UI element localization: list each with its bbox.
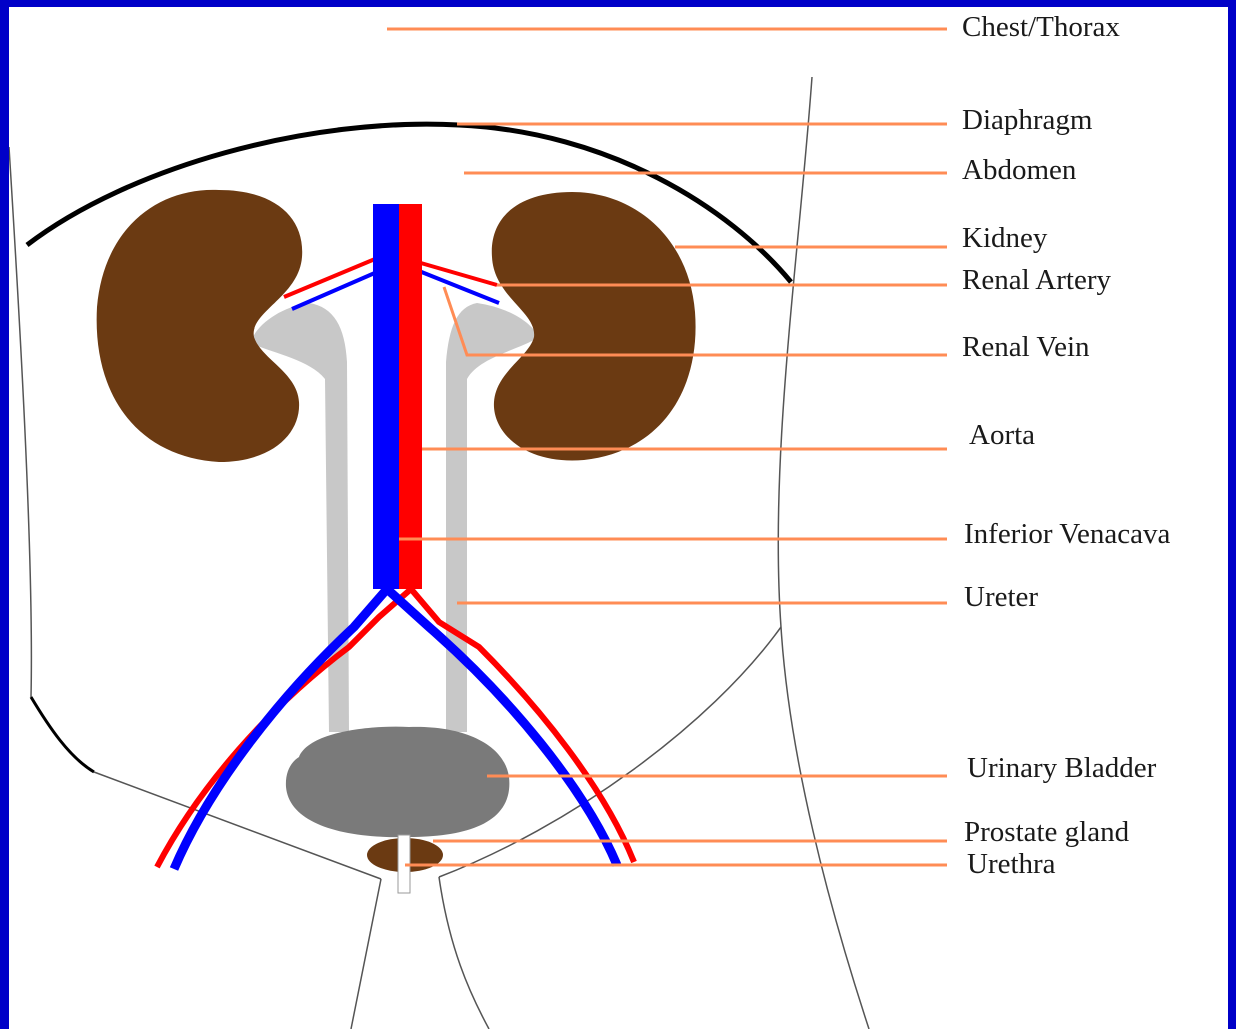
label-kidney: Kidney [962,222,1048,254]
label-aorta: Aorta [969,419,1035,451]
left-torso-edge [9,147,31,697]
urinary-bladder [286,727,509,837]
label-ureter: Ureter [964,581,1038,613]
left-leg-line [351,879,381,1029]
label-inferior-venacava: Inferior Venacava [964,518,1170,550]
urinary-system-diagram: Chest/Thorax Diaphragm Abdomen Kidney Re… [9,7,1228,1029]
left-hip-curve [31,697,94,772]
label-renal-vein: Renal Vein [962,331,1090,363]
label-renal-artery: Renal Artery [962,264,1111,296]
aorta [399,204,422,589]
label-chest-thorax: Chest/Thorax [962,11,1120,43]
label-urethra: Urethra [967,848,1056,880]
labels: Chest/Thorax Diaphragm Abdomen Kidney Re… [962,11,1170,880]
label-diaphragm: Diaphragm [962,104,1093,136]
inferior-venacava [373,204,399,589]
diagram-frame: Chest/Thorax Diaphragm Abdomen Kidney Re… [9,7,1228,1029]
label-prostate-gland: Prostate gland [964,816,1130,848]
label-urinary-bladder: Urinary Bladder [967,752,1157,784]
label-abdomen: Abdomen [962,154,1077,186]
right-leg-line [439,877,489,1029]
right-torso-edge [778,77,869,1029]
